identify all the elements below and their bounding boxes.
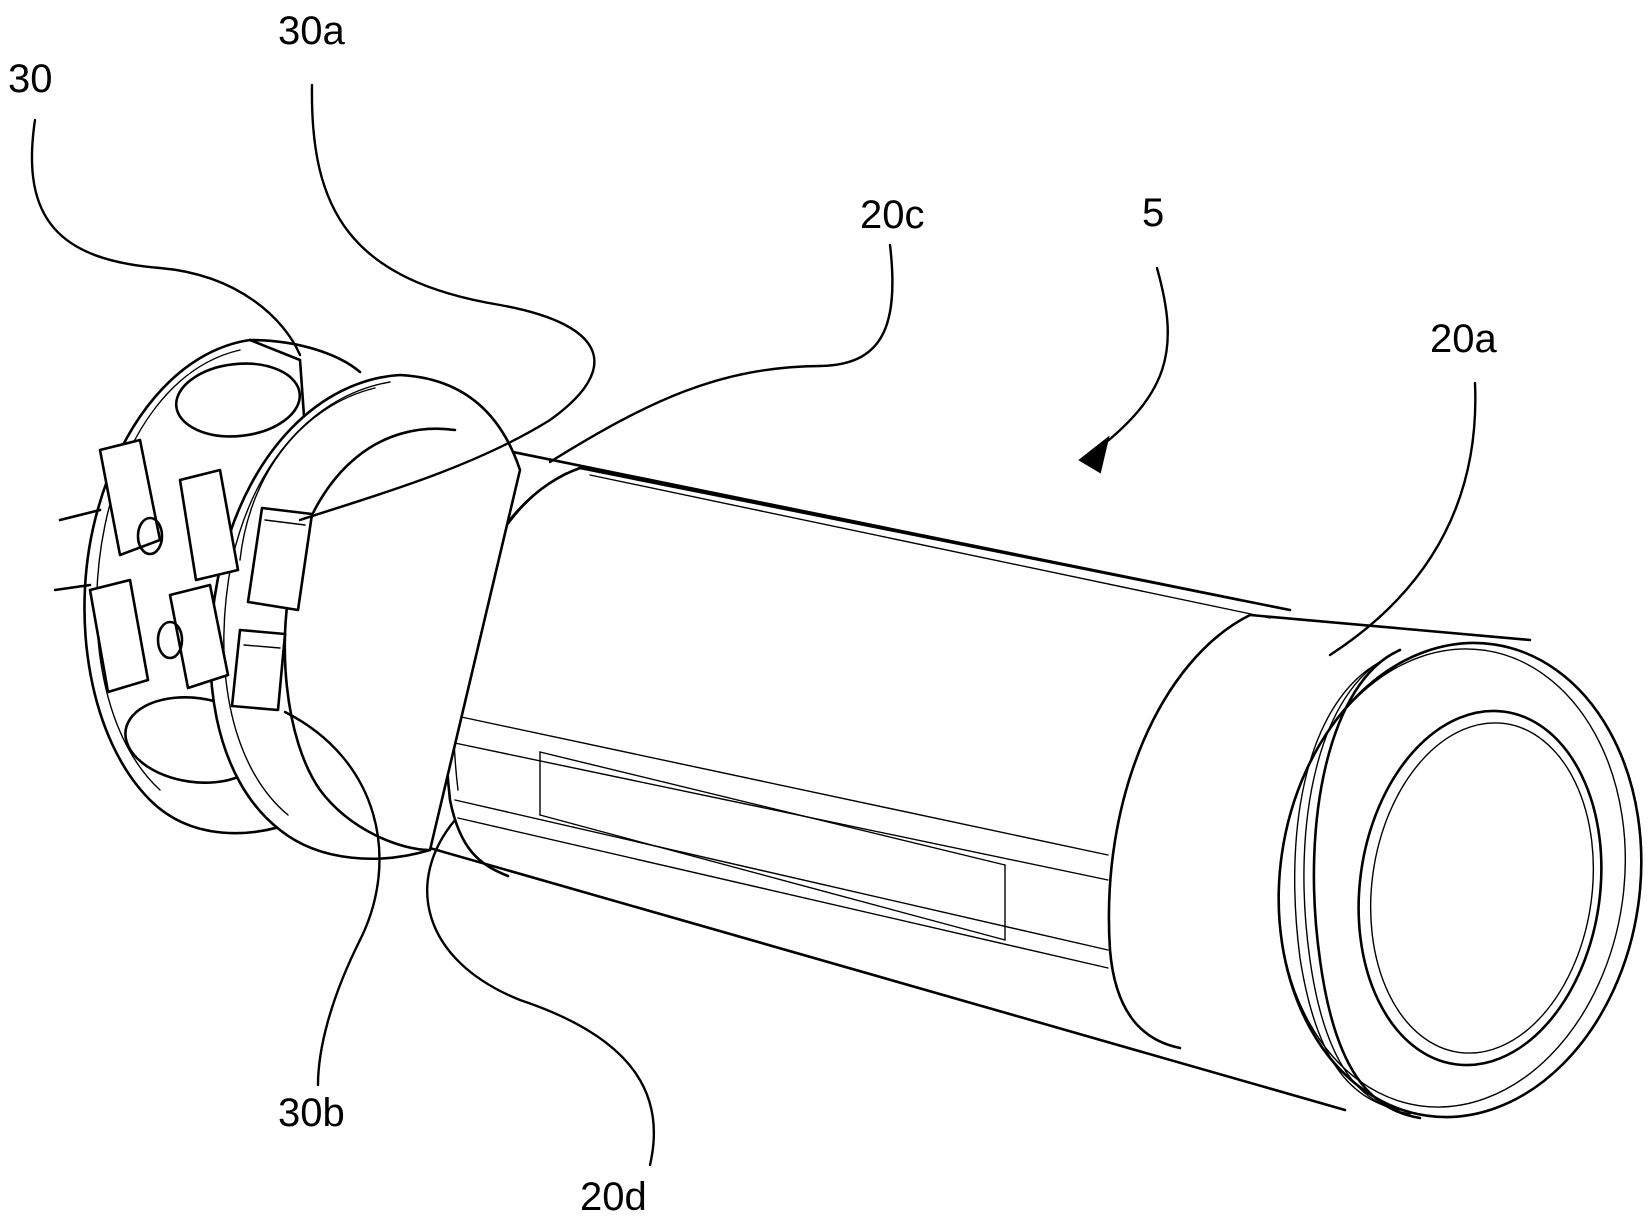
arrow-5-icon — [1080, 438, 1108, 472]
leader-20d — [427, 820, 654, 1165]
end-cap — [1249, 619, 1649, 1140]
leader-30 — [32, 120, 300, 355]
label-5: 5 — [1142, 191, 1164, 235]
label-20c: 20c — [860, 193, 925, 237]
label-20a: 20a — [1430, 317, 1497, 361]
label-30b: 30b — [278, 1091, 345, 1135]
label-30: 30 — [8, 57, 53, 101]
label-20d: 20d — [580, 1175, 647, 1219]
leader-5 — [1090, 268, 1168, 455]
leader-20c — [550, 245, 892, 462]
leader-20a — [1330, 383, 1475, 655]
label-30a: 30a — [278, 9, 345, 53]
